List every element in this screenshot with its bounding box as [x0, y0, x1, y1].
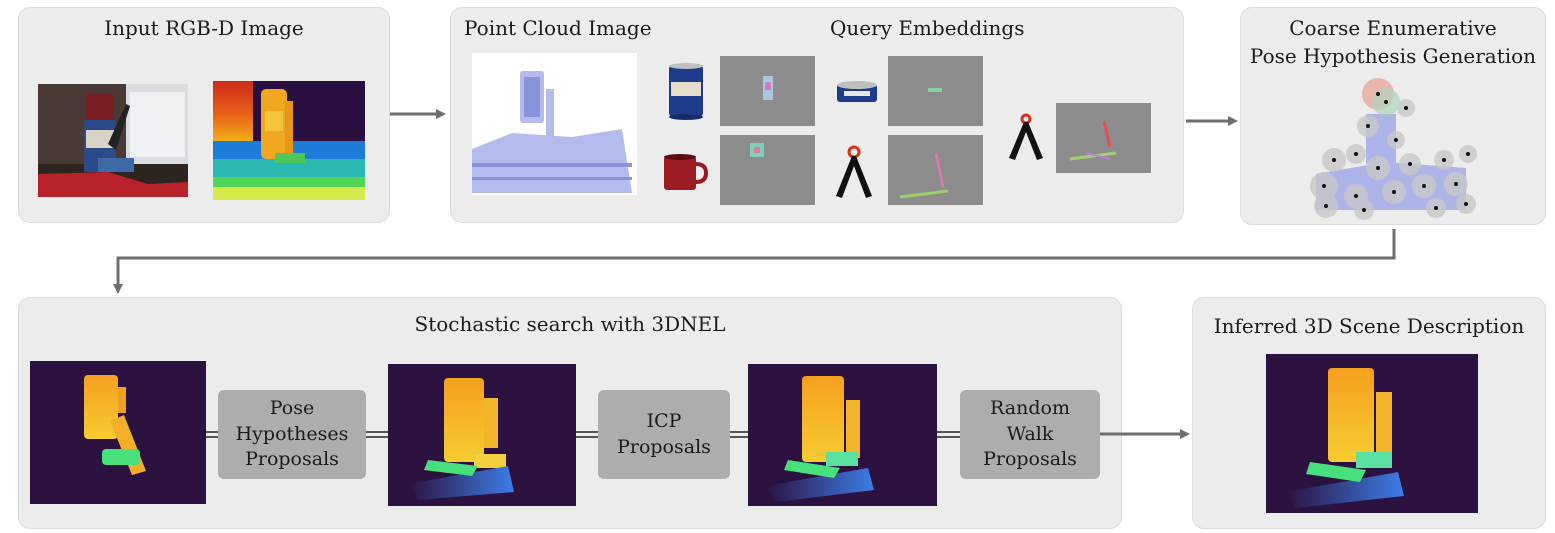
inferred-title: Inferred 3D Scene Description — [1213, 314, 1525, 338]
pose-hypotheses-proposals-box: Pose Hypotheses Proposals — [218, 390, 366, 479]
coarse-title-line1: Coarse Enumerative — [1289, 16, 1497, 40]
depth-image — [213, 81, 365, 200]
random-walk-proposals-box: Random Walk Proposals — [960, 390, 1100, 479]
point-cloud-image — [472, 53, 637, 195]
box-label: Pose — [269, 397, 315, 420]
embedding-clamp — [888, 135, 983, 205]
embedding-tuna — [888, 56, 983, 126]
mug-icon — [662, 152, 708, 192]
search-title: Stochastic search with 3DNEL — [414, 312, 726, 336]
box-label: Random — [990, 397, 1070, 420]
input-title: Input RGB-D Image — [104, 16, 304, 40]
tuna-can-icon — [836, 80, 878, 106]
search-render-3 — [748, 364, 937, 506]
box-label: Proposals — [245, 448, 339, 471]
clamp-icon — [1006, 112, 1046, 162]
box-label: Hypotheses — [235, 422, 349, 445]
box-label: Proposals — [617, 435, 711, 458]
search-render-2 — [388, 364, 576, 506]
embedding-mug — [720, 135, 815, 205]
coarse-title-line2: Pose Hypothesis Generation — [1249, 44, 1537, 68]
box-label: Proposals — [983, 448, 1077, 471]
rgb-image — [38, 84, 188, 197]
pose-hypothesis-image — [1306, 74, 1486, 220]
pointcloud-title: Point Cloud Image — [464, 16, 652, 40]
embedding-clamp-scene — [1056, 103, 1151, 173]
embedding-can — [720, 56, 815, 126]
query-title: Query Embeddings — [830, 16, 1025, 40]
can-icon — [667, 62, 705, 120]
inferred-scene-image — [1266, 354, 1478, 513]
box-label: ICP — [646, 409, 682, 432]
icp-proposals-box: ICP Proposals — [598, 390, 730, 479]
search-render-1 — [30, 361, 206, 504]
clamp-icon — [832, 144, 876, 200]
box-label: Walk — [1006, 422, 1054, 445]
